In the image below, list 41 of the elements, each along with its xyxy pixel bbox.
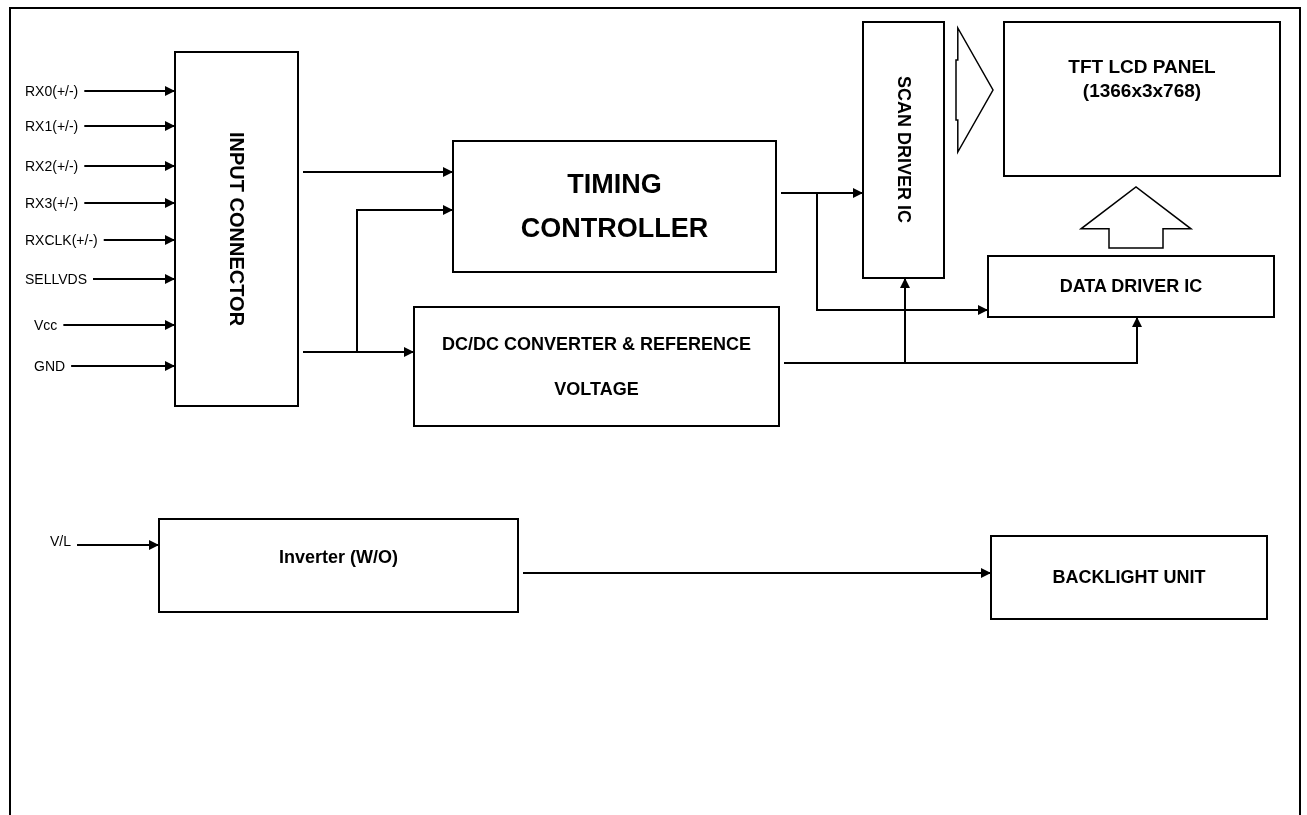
- arrow: [70, 361, 175, 371]
- arrow: [102, 235, 175, 245]
- node-label: Vcc: [34, 315, 58, 335]
- node-label: TFT LCD PANEL (1366x3x768): [1067, 55, 1217, 103]
- node-label: RXCLK(+/-): [25, 230, 98, 250]
- node-label: RX3(+/-): [25, 193, 79, 213]
- node-label: GND: [34, 356, 66, 376]
- hollow-arrow: [955, 25, 994, 155]
- node-label: RX2(+/-): [25, 156, 79, 176]
- arrow: [62, 320, 175, 330]
- node-label: TIMING CONTROLLER: [519, 168, 710, 245]
- node-label: INPUT CONNECTOR: [224, 131, 249, 327]
- hollow-arrow: [1078, 186, 1194, 249]
- arrow: [522, 568, 991, 578]
- process-box: [452, 140, 777, 273]
- process-box: [413, 306, 780, 427]
- arrow: [83, 198, 175, 208]
- process-box: [862, 21, 945, 279]
- arrow: [83, 161, 175, 171]
- node-label: RX0(+/-): [25, 81, 79, 101]
- node-label: DC/DC CONVERTER & REFERENCE VOLTAGE: [441, 332, 752, 401]
- node-label: V/L: [50, 531, 71, 551]
- node-label: BACKLIGHT UNIT: [1052, 566, 1206, 589]
- process-box: [987, 255, 1275, 318]
- connector-block: [174, 51, 299, 407]
- arrow: [783, 317, 1142, 364]
- process-box: [990, 535, 1268, 620]
- arrow: [83, 121, 175, 131]
- node-label: SELLVDS: [25, 269, 87, 289]
- arrow: [83, 86, 175, 96]
- arrow: [302, 167, 453, 177]
- arrow: [76, 540, 159, 550]
- process-box: [158, 518, 519, 613]
- node-label: RX1(+/-): [25, 116, 79, 136]
- arrow: [302, 347, 414, 357]
- node-label: SCAN DRIVER IC: [893, 76, 915, 224]
- arrow: [780, 192, 988, 315]
- node-label: Inverter (W/O): [279, 546, 398, 569]
- panel-box: [1003, 21, 1281, 177]
- node-label: DATA DRIVER IC: [1059, 275, 1203, 298]
- arrow: [92, 274, 175, 284]
